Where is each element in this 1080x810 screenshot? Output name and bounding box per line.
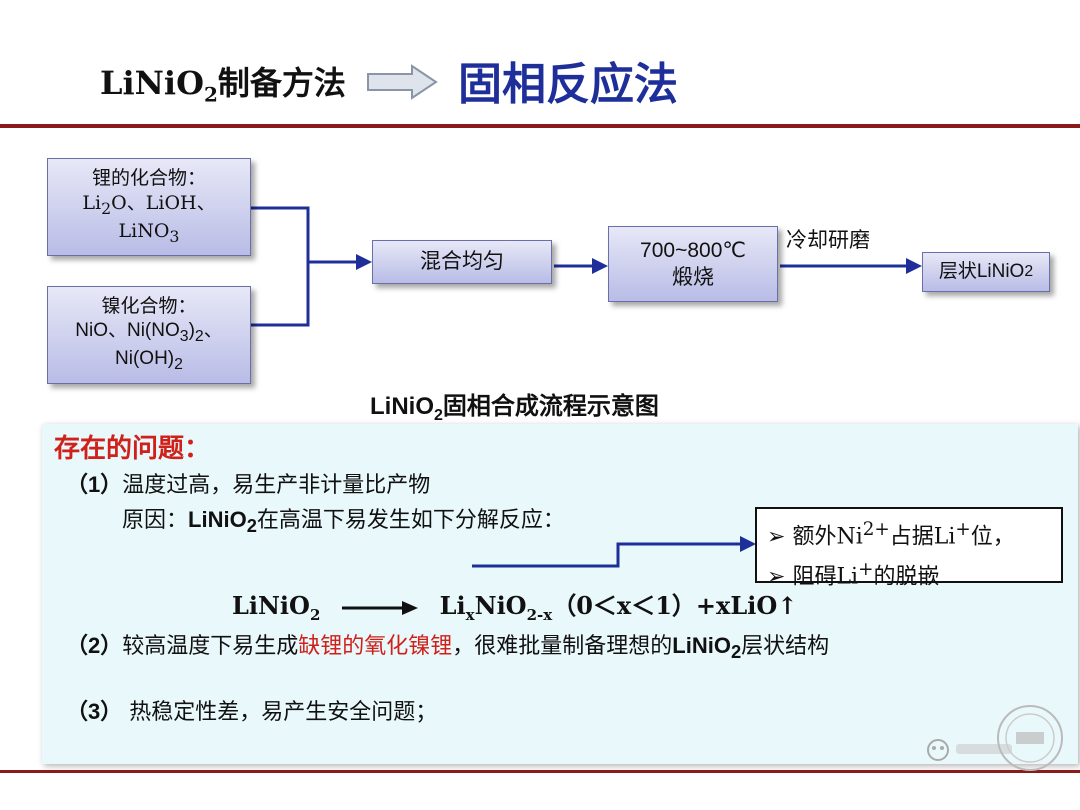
effects-note-box: ➢ 额外Ni2+占据Li+位， ➢ 阻碍Li+的脱嵌 [755,507,1063,590]
nickel-compounds-box: 镍化合物： NiO、Ni(NO3)2、 Ni(OH)2 [47,286,251,384]
right-arrow-icon [367,64,438,100]
problems-title: 存在的问题： [54,434,211,464]
method-label: LiNiO2制备方法 [100,64,346,107]
note-item-1: ➢ 额外Ni2+占据Li+位， [767,519,1015,550]
mixing-step-box: 混合均匀 [372,240,552,284]
header-divider [0,124,1080,128]
problem-2: （2）较高温度下易生成缺锂的氧化镍锂，很难批量制备理想的LiNiO2层状结构 [66,633,830,663]
li-box-formulas: Li2O、LiOH、 [82,191,216,218]
lithium-compounds-box: 锂的化合物： Li2O、LiOH、 LiNO3 [47,158,251,256]
problem-1: （1）温度过高，易生产非计量比产物 [66,472,431,498]
page-title: 固相反应法 [458,59,678,110]
ni-box-formula-nioh2: Ni(OH)2 [115,348,183,374]
li-box-formula-lino3: LiNO3 [118,220,180,247]
reaction-arrow-icon [342,600,419,615]
calcination-label: 煅烧 [672,265,714,289]
note-item-2: ➢ 阻碍Li+的脱嵌 [767,559,940,590]
li-box-title: 锂的化合物： [91,167,206,190]
flow-connectors [251,206,922,327]
watermark-stamp [927,705,1063,771]
ni-box-formulas: NiO、Ni(NO3)2、 [75,319,223,345]
reason-pointer-arrow [472,536,756,568]
calcination-temp: 700~800℃ [640,238,746,262]
cooling-label: 冷却研磨 [786,228,870,252]
diagram-caption: LiNiO2固相合成流程示意图 [370,393,659,424]
footer-divider [0,770,1080,773]
problem-3: （3） 热稳定性差，易产生安全问题； [66,699,438,725]
ni-box-title: 镍化合物： [101,295,197,318]
problem-1-reason: 原因：LiNiO2在高温下易发生如下分解反应： [122,507,565,537]
decomposition-equation: LiNiO2 LixNiO2-x（0＜x＜1）+xLiO↑ [232,591,798,624]
calcination-step-box: 700~800℃ 煅烧 [608,226,778,302]
problems-panel [42,424,1078,764]
